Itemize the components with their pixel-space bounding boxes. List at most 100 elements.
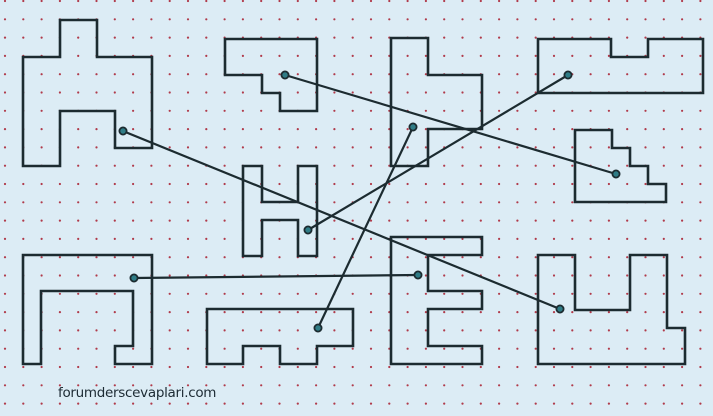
grid-dot (589, 402, 592, 405)
grid-dot (3, 182, 7, 186)
grid-dot (534, 347, 537, 350)
grid-dot (205, 146, 208, 149)
grid-dot (296, 18, 299, 21)
grid-dot (186, 201, 190, 204)
grid-dot (22, 219, 25, 222)
grid-dot (351, 347, 354, 350)
grid-dot (40, 365, 43, 369)
grid-dot (223, 365, 226, 369)
grid-dot (681, 402, 684, 405)
grid-dot (498, 311, 501, 314)
grid-dot (534, 146, 537, 149)
grid-dot (406, 128, 409, 131)
grid-dot (296, 73, 299, 76)
grid-dot (626, 365, 629, 369)
grid-dot (461, 54, 464, 58)
grid-dot (498, 128, 501, 131)
grid-dot (3, 292, 7, 295)
grid-dot (479, 146, 482, 149)
grid-dot (278, 54, 281, 58)
grid-dot (40, 237, 43, 240)
grid-dot (186, 146, 190, 149)
grid-dot (498, 402, 501, 405)
grid-dot (479, 402, 482, 405)
grid-dot (241, 384, 244, 387)
grid-dot (424, 219, 427, 222)
grid-dot (40, 109, 43, 112)
grid-dot (278, 329, 281, 332)
grid-dot (260, 128, 263, 131)
grid-dot (77, 146, 80, 149)
grid-dot (662, 109, 665, 112)
grid-dot (498, 365, 501, 369)
grid-dot (388, 365, 391, 369)
grid-dot (443, 219, 446, 222)
grid-dot (113, 182, 116, 186)
grid-dot (607, 384, 611, 387)
grid-dot (58, 0, 61, 3)
grid-dot (351, 237, 354, 240)
grid-dot (571, 219, 574, 222)
grid-dot (534, 109, 537, 112)
grid-dot (607, 73, 611, 76)
grid-dot (516, 219, 519, 222)
grid-dot (498, 384, 501, 387)
grid-dot (644, 365, 647, 369)
grid-dot (589, 0, 592, 3)
grid-dot (333, 128, 336, 131)
grid-dot (95, 365, 98, 369)
shape-bottom-right-u (536, 253, 687, 366)
grid-dot (589, 365, 592, 369)
grid-dot (424, 402, 427, 405)
grid-dot (571, 311, 574, 314)
connector-line-shape-top-step-to-shape-staircase (284, 73, 617, 176)
grid-dot (351, 54, 354, 58)
grid-dot (168, 219, 171, 222)
grid-dot (443, 164, 446, 167)
grid-dot (296, 128, 299, 131)
grid-dot (571, 0, 574, 3)
endpoint-dot (118, 126, 128, 136)
grid-dot (552, 237, 556, 240)
grid-dot (607, 402, 611, 405)
grid-dot (681, 0, 684, 3)
grid-dot (186, 329, 190, 332)
grid-dot (296, 329, 299, 332)
grid-dot (662, 219, 665, 222)
grid-dot (626, 256, 629, 259)
grid-dot (260, 384, 263, 387)
grid-dot (406, 311, 409, 314)
grid-dot (77, 365, 80, 369)
grid-dot (662, 54, 665, 58)
grid-dot (699, 256, 702, 259)
grid-dot (351, 365, 354, 369)
grid-dot (498, 256, 501, 259)
grid-dot (479, 0, 482, 3)
grid-dot (461, 384, 464, 387)
grid-dot (3, 36, 7, 39)
grid-dot (498, 201, 501, 204)
grid-dot (40, 36, 43, 39)
grid-dot (205, 402, 208, 405)
grid-dot (351, 73, 354, 76)
shape-e (389, 235, 484, 366)
matching-lines (122, 73, 617, 329)
grid-dot (205, 219, 208, 222)
grid-dot (260, 146, 263, 149)
grid-dot (77, 256, 80, 259)
grid-dot (168, 0, 171, 3)
grid-dot (168, 182, 171, 186)
grid-dot (22, 237, 25, 240)
grid-dot (95, 73, 98, 76)
grid-dot (461, 237, 464, 240)
grid-dot (113, 237, 116, 240)
grid-dot (113, 73, 116, 76)
grid-dot (113, 384, 116, 387)
grid-dot (132, 36, 135, 39)
grid-dot (168, 384, 171, 387)
grid-dot (333, 329, 336, 332)
grid-dot (461, 91, 464, 94)
grid-dot (626, 182, 629, 186)
grid-dot (40, 256, 43, 259)
grid-dot (552, 128, 556, 131)
